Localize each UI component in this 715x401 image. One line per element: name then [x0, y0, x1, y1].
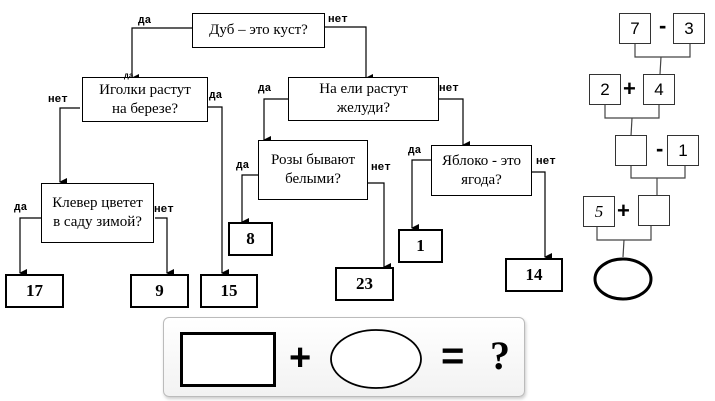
- equation-rectangle[interactable]: [180, 332, 276, 387]
- answer-15: 15: [200, 274, 258, 308]
- question-clover-line2: в саду зимой?: [53, 214, 142, 230]
- label-root-yes: да: [138, 15, 152, 27]
- math-box-empty-2[interactable]: [638, 195, 670, 226]
- math-connector-1: [634, 40, 691, 58]
- math-connector-3: [630, 166, 686, 179]
- question-roses: Розы бывают белыми?: [258, 140, 368, 200]
- math-value: 2: [600, 79, 610, 99]
- math-box-5: 5: [583, 196, 615, 227]
- math-connector-2: [604, 105, 660, 119]
- label-acorns-yes: да: [258, 83, 272, 95]
- math-value: 4: [654, 79, 664, 99]
- math-box-4: 4: [643, 74, 675, 105]
- math-box-1: 1: [667, 135, 699, 166]
- question-oak-text: Дуб – это куст?: [209, 22, 308, 38]
- math-box-7: 7: [619, 13, 651, 44]
- math-connector-4-stem: [622, 239, 625, 258]
- result-oval: [593, 257, 653, 301]
- arrow-roses-yes: [241, 174, 258, 226]
- answer-9-text: 9: [155, 281, 164, 300]
- question-clover: Клевер цветет в саду зимой?: [41, 183, 154, 243]
- arrow-clover-yes: [19, 217, 42, 277]
- arrow-apple-no: [532, 171, 552, 261]
- question-apple-line1: Яблоко - это: [441, 152, 522, 169]
- label-clover-yes: да: [14, 202, 28, 214]
- arrow-needles-no: [59, 107, 80, 186]
- label-roses-yes: да: [236, 160, 250, 172]
- question-apple: Яблоко - это ягода?: [431, 145, 532, 196]
- arrow-root-yes: [131, 27, 192, 82]
- answer-15-text: 15: [220, 281, 238, 300]
- arrow-roses-no: [368, 182, 391, 271]
- math-box-empty-1[interactable]: [615, 135, 647, 166]
- math-op-minus-2: -: [656, 136, 664, 161]
- answer-23-text: 23: [356, 274, 373, 293]
- label-needles-top-yes: да: [124, 72, 134, 81]
- math-connector-1-stem: [659, 56, 662, 75]
- arrow-apple-yes: [411, 159, 431, 232]
- question-oak: Дуб – это куст?: [192, 13, 325, 48]
- math-op-plus-1: +: [623, 76, 636, 101]
- arrow-acorns-no: [439, 98, 470, 149]
- label-root-no: нет: [328, 14, 348, 26]
- arrow-needles-yes: [208, 106, 229, 277]
- equation-oval: [330, 329, 422, 389]
- math-connector-2-stem: [630, 117, 633, 137]
- arrow-acorns-yes: [263, 98, 288, 144]
- label-apple-no: нет: [536, 156, 556, 168]
- question-acorns-line2: желуди?: [336, 100, 391, 116]
- question-needles: Иголки растут на березе?: [82, 77, 208, 122]
- question-acorns: На ели растут желуди?: [288, 77, 439, 121]
- question-roses-line2: белыми?: [285, 171, 341, 187]
- answer-17-text: 17: [26, 281, 43, 300]
- math-op-minus-1: -: [659, 13, 667, 38]
- label-apple-yes: да: [408, 145, 422, 157]
- question-needles-line2: на березе?: [111, 100, 179, 117]
- question-acorns-line1: На ели растут: [319, 81, 408, 97]
- arrow-root-no: [325, 26, 373, 82]
- math-value: 1: [678, 140, 688, 160]
- question-needles-line1: Иголки растут: [99, 81, 191, 98]
- answer-14: 14: [505, 258, 563, 292]
- math-connector-4: [596, 226, 652, 241]
- answer-17: 17: [5, 274, 64, 308]
- answer-9: 9: [130, 274, 189, 308]
- label-needles-yes: да: [209, 90, 223, 102]
- answer-8: 8: [228, 222, 273, 256]
- math-op-plus-2: +: [617, 198, 630, 223]
- answer-1: 1: [398, 229, 443, 263]
- math-box-2: 2: [589, 74, 621, 105]
- math-value: 7: [630, 18, 640, 38]
- question-clover-line1: Клевер цветет: [52, 195, 143, 211]
- answer-1-text: 1: [416, 236, 425, 255]
- equation-question: ?: [490, 333, 510, 378]
- question-apple-line2: ягода?: [461, 171, 502, 188]
- label-acorns-no: нет: [439, 83, 459, 95]
- arrow-clover-no: [155, 217, 174, 277]
- answer-14-text: 14: [525, 265, 543, 284]
- math-box-3: 3: [673, 13, 705, 44]
- equation-equals: =: [441, 334, 465, 378]
- question-roses-line1: Розы бывают: [270, 152, 356, 168]
- math-value: 3: [684, 18, 694, 38]
- label-roses-no: нет: [371, 162, 391, 174]
- equation-oval-svg: [330, 329, 422, 389]
- answer-8-text: 8: [246, 229, 255, 248]
- label-needles-no: нет: [48, 94, 68, 106]
- final-equation-panel: + = ?: [163, 317, 525, 397]
- label-clover-no: нет: [154, 204, 174, 216]
- math-value: 5: [594, 201, 604, 221]
- answer-23: 23: [335, 267, 394, 301]
- equation-plus: +: [289, 337, 312, 379]
